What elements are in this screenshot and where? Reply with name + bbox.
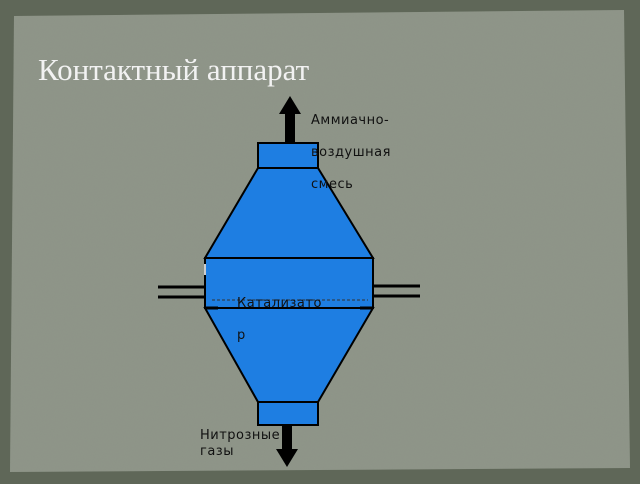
- label-catalyst: Катализато р: [237, 280, 337, 344]
- label-line: Нитрозные: [200, 428, 281, 443]
- slide-title: Контактный аппарат: [38, 52, 310, 87]
- outlet-arrow-down: [276, 425, 298, 467]
- label-line: Аммиачно-: [311, 113, 390, 128]
- side-pipes: [158, 284, 420, 310]
- top-neck: [257, 142, 319, 169]
- label-ammonia-air-mixture: Аммиачно- воздушная смесь: [311, 97, 421, 193]
- label-nitrous-gases: Нитрозные газы: [200, 428, 292, 460]
- outlet-arrow-up: [279, 96, 301, 144]
- bottom-neck: [257, 401, 319, 426]
- label-line: Катализато: [237, 296, 322, 311]
- label-line: смесь: [311, 177, 354, 192]
- label-line: воздушная: [311, 145, 391, 160]
- label-line: р: [237, 328, 246, 343]
- label-line: газы: [200, 444, 234, 459]
